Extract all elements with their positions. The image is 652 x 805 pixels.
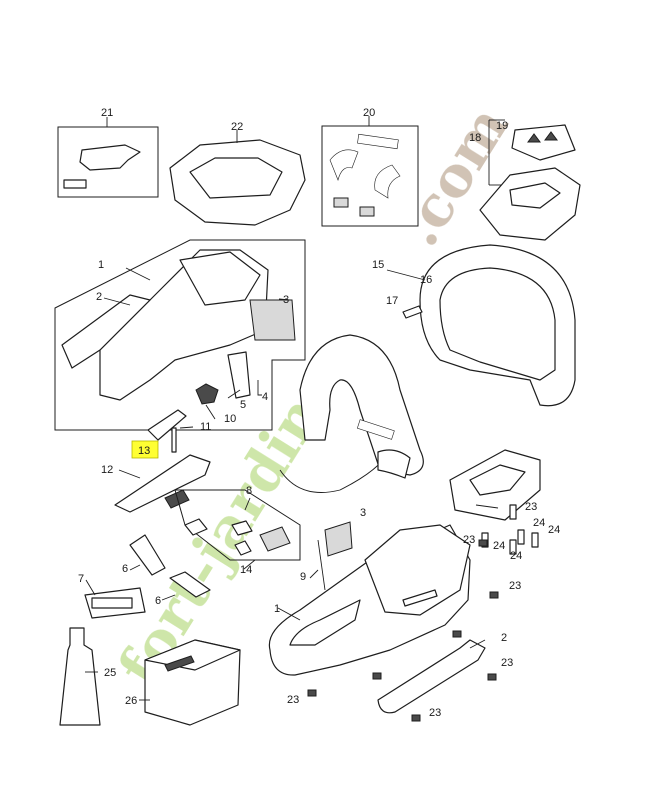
part-14-spring	[234, 540, 252, 556]
callout-16: 16	[420, 274, 432, 286]
part-10-button	[195, 383, 219, 405]
part-21-gasket	[79, 144, 141, 171]
callout-15: 15	[372, 259, 384, 271]
part-12-trigger	[114, 454, 211, 513]
callout-10: 10	[224, 413, 236, 425]
part-6b-clip	[169, 571, 211, 598]
callout-23-b: 23	[463, 534, 475, 546]
callout-6-a: 6	[122, 563, 128, 575]
stihl-logo-housing	[402, 589, 438, 607]
part-18-19-group	[479, 119, 581, 241]
part-21-pad	[63, 179, 87, 189]
callout-9: 9	[300, 571, 306, 583]
part-11-lever	[147, 409, 187, 441]
highlight-box-13	[131, 440, 159, 459]
callout-2-lower: 2	[501, 632, 507, 644]
part-17-screw	[402, 305, 423, 319]
callout-26: 26	[125, 695, 137, 707]
part-22-cover	[169, 130, 306, 226]
part-15-handle-bar	[299, 334, 424, 476]
part-3-lower-pad	[324, 521, 353, 557]
callouts: 21 22 20 19 18 1 2 3 15 16 17 4 5 10 11 …	[78, 107, 560, 719]
part-3-upper-pad	[249, 299, 296, 341]
chassis-block	[449, 449, 541, 555]
callout-23-a: 23	[525, 501, 537, 513]
callout-18: 18	[469, 132, 481, 144]
callout-23-c: 23	[509, 580, 521, 592]
callout-24-a: 24	[533, 517, 545, 529]
loop-handle	[279, 244, 576, 493]
callout-12: 12	[101, 464, 113, 476]
part-2-upper-strip	[61, 294, 151, 369]
part-2-lower-strip	[377, 639, 486, 714]
callout-3-upper: 3	[283, 294, 289, 306]
callout-20: 20	[363, 107, 375, 119]
callout-23-e: 23	[287, 694, 299, 706]
callout-22: 22	[231, 121, 243, 133]
group-box-20	[321, 125, 419, 227]
callout-23-d: 23	[501, 657, 513, 669]
callout-5: 5	[240, 399, 246, 411]
callout-4: 4	[262, 391, 268, 403]
screws-23	[307, 539, 499, 722]
lower-left-parts	[84, 427, 301, 619]
part-25-grease-tube	[59, 627, 101, 726]
callout-3-lower: 3	[360, 507, 366, 519]
part-5-switch	[227, 351, 251, 399]
callout-23-f: 23	[429, 707, 441, 719]
part-13-spring	[171, 427, 177, 453]
part-6a-clip	[129, 534, 166, 576]
callout-2-upper: 2	[96, 291, 102, 303]
leader-lines	[85, 267, 499, 701]
callout-14: 14	[240, 564, 252, 576]
callout-17: 17	[386, 295, 398, 307]
tube-and-battery	[59, 627, 241, 726]
part-19-label-sticker	[511, 124, 576, 161]
lower-housing	[268, 521, 486, 714]
callout-21: 21	[101, 107, 113, 119]
callout-11: 11	[200, 421, 211, 433]
part-20-group	[321, 116, 419, 227]
callout-24-d: 24	[510, 550, 522, 562]
callout-13: 13	[138, 445, 150, 457]
part-1-upper-group	[54, 239, 306, 441]
callout-25: 25	[104, 667, 116, 679]
callout-1-lower: 1	[274, 603, 280, 615]
callout-6-b: 6	[155, 595, 161, 607]
callout-19: 19	[496, 120, 508, 132]
callout-1-upper: 1	[98, 259, 104, 271]
callout-7: 7	[78, 573, 84, 585]
part-21-group	[57, 117, 159, 198]
group-box-21	[57, 126, 159, 198]
callout-8: 8	[246, 485, 252, 497]
stihl-logo-battery	[164, 655, 195, 672]
callout-24-b: 24	[548, 524, 560, 536]
callout-13-highlight: 13	[131, 440, 159, 459]
callout-24-c: 24	[493, 540, 505, 552]
